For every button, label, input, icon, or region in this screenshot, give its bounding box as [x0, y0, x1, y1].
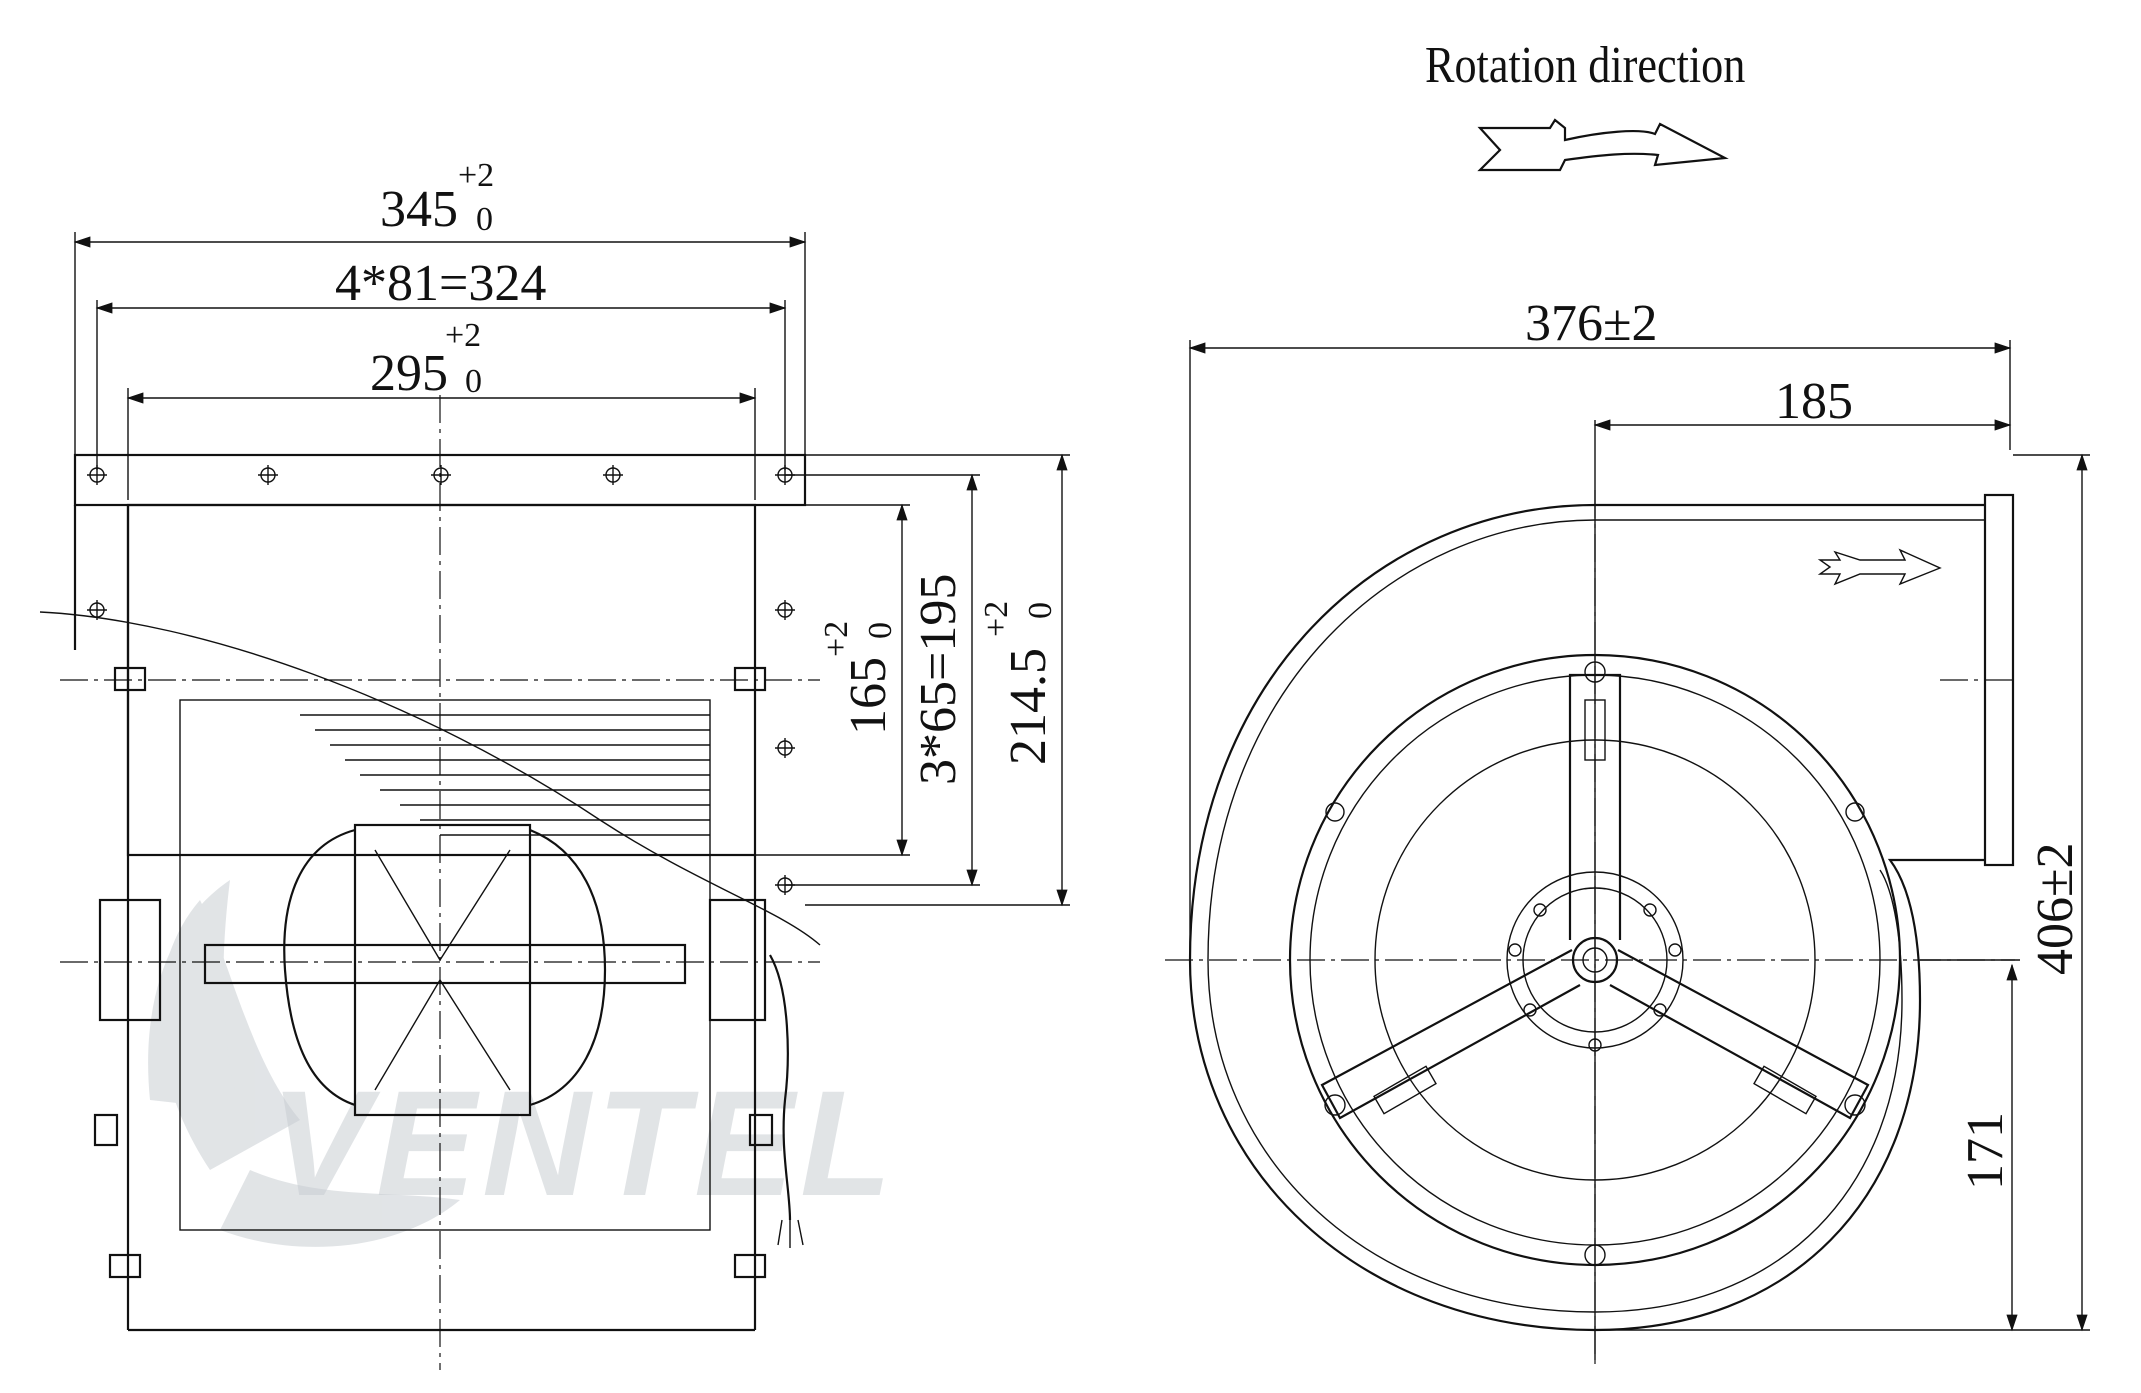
dim-inner-tol-lower: 0	[465, 363, 482, 400]
dim-inner-tol-upper: +2	[445, 317, 481, 354]
dim-holes: 4*81=324	[335, 255, 546, 312]
dim-shaft-height: 171	[1957, 1112, 2014, 1190]
impeller-blades	[300, 714, 710, 836]
dim-overall-tol-lower: 0	[476, 201, 493, 238]
dim-hole-pitch: 3*65=195	[910, 574, 967, 785]
dim-outlet-height-tol-lower: 0	[862, 622, 899, 639]
rotation-title: Rotation direction	[1425, 37, 1745, 94]
dim-overall-value: 345	[380, 181, 458, 238]
dim-inner-value: 295	[370, 345, 448, 402]
outlet-arrow-icon	[1817, 548, 1942, 586]
dim-flange-height-tol-lower: 0	[1022, 602, 1059, 619]
dim-overall-tol-upper: +2	[458, 157, 494, 194]
dim-outlet-height-value: 165	[840, 657, 897, 735]
dim-inner: 295 +2 0	[370, 317, 482, 402]
front-view	[39, 232, 821, 1370]
watermark-fan-icon	[148, 880, 460, 1247]
side-view: 376±2 185	[1165, 295, 2090, 1365]
watermark-text: VENTEL	[270, 1059, 898, 1227]
dim-outlet-height: 165 +2 0	[818, 621, 899, 735]
dim-width: 376±2	[1525, 295, 1658, 352]
bolt-icon	[93, 666, 774, 1279]
rotation-arrow-icon	[1477, 118, 1729, 172]
dim-overall: 345 +2 0	[380, 157, 494, 238]
dim-flange-height-value: 214.5	[1000, 648, 1057, 765]
dim-flange-height: 214.5 +2 0	[978, 601, 1059, 765]
dim-flange-height-tol-upper: +2	[978, 601, 1015, 637]
dim-offset: 185	[1775, 373, 1853, 430]
dim-outlet-height-tol-upper: +2	[818, 621, 855, 657]
side-dims	[755, 453, 1070, 907]
dim-height: 406±2	[2027, 842, 2084, 975]
